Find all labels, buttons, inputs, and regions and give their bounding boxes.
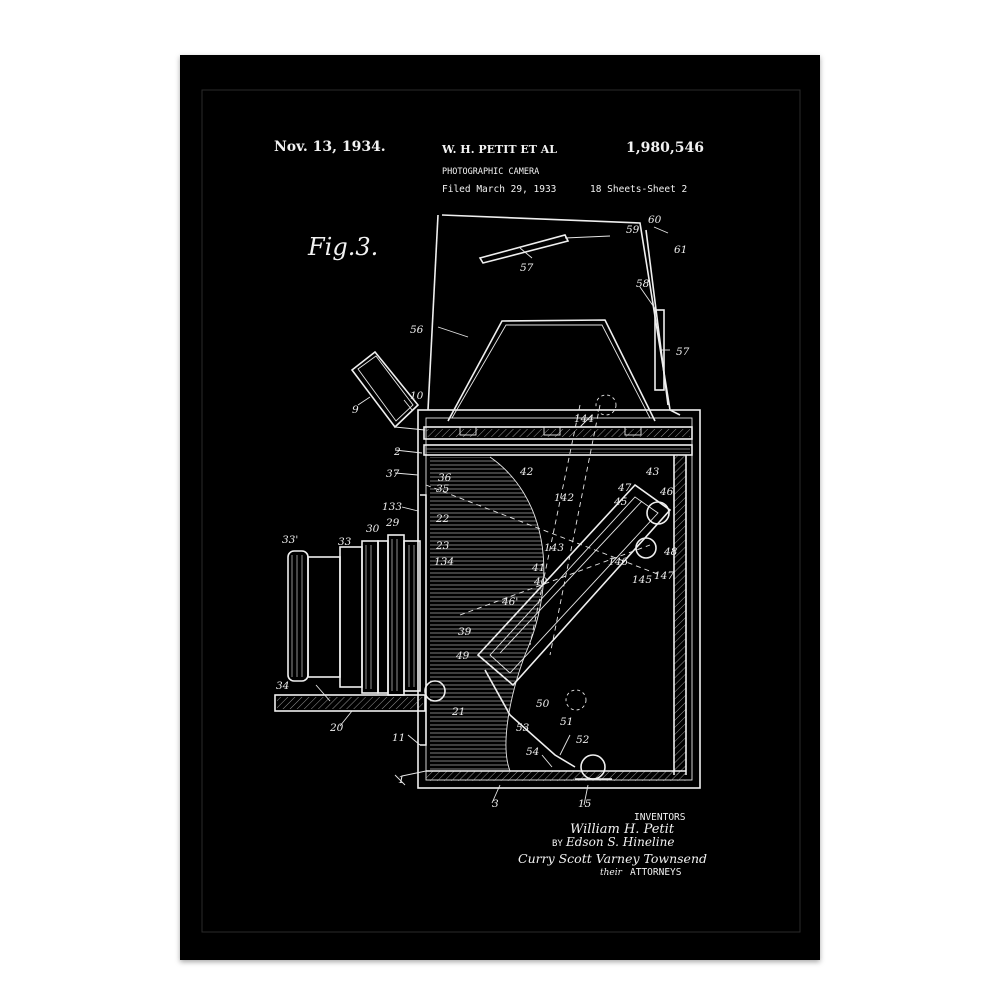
callout-60: 60 bbox=[648, 214, 662, 226]
callout-41: 41 bbox=[531, 562, 545, 574]
lens-assembly bbox=[287, 494, 446, 746]
callout-1: 1 bbox=[398, 774, 405, 786]
their-label: their bbox=[600, 868, 623, 878]
inventors-label: INVENTORS bbox=[634, 812, 686, 823]
callout-61: 61 bbox=[674, 244, 687, 256]
callout-147: 147 bbox=[654, 570, 674, 582]
patent-number: 1,980,546 bbox=[626, 140, 704, 156]
callout-11: 11 bbox=[392, 732, 405, 744]
callout-49: 49 bbox=[455, 650, 470, 662]
callout-34: 34 bbox=[276, 680, 289, 692]
patent-date: Nov. 13, 1934. bbox=[274, 139, 386, 155]
attorney-firm-signature: Curry Scott Varney Townsend bbox=[518, 851, 707, 866]
callout-40: 40 bbox=[533, 576, 548, 588]
figure-label: Fig.3. bbox=[307, 233, 378, 261]
callout-15: 15 bbox=[578, 798, 592, 810]
poster-frame: Nov. 13, 1934. W. H. PETIT ET AL 1,980,5… bbox=[180, 55, 820, 960]
attorneys-label: ATTORNEYS bbox=[630, 867, 682, 878]
leader-lines bbox=[315, 247, 670, 806]
lens-ribbing bbox=[291, 539, 415, 691]
callout-20: 20 bbox=[329, 722, 344, 734]
front-bed bbox=[274, 694, 426, 712]
callout-56: 56 bbox=[410, 324, 424, 336]
callout-21: 21 bbox=[451, 706, 465, 718]
callout-22: 22 bbox=[435, 513, 450, 525]
callout-46p: 46' bbox=[501, 596, 518, 608]
reflex-mirror bbox=[425, 394, 672, 780]
callout-145: 145 bbox=[632, 574, 652, 586]
callout-35: 35 bbox=[436, 483, 450, 495]
patent-title: PHOTOGRAPHIC CAMERA bbox=[442, 167, 539, 177]
patent-sheets: 18 Sheets-Sheet 2 bbox=[590, 184, 687, 195]
callout-10: 10 bbox=[410, 390, 424, 402]
callout-146: 146 bbox=[608, 556, 628, 568]
callout-59: 59 bbox=[626, 224, 640, 236]
signature-block: INVENTORS William H. Petit BY Edson S. H… bbox=[518, 812, 707, 878]
callout-54: 54 bbox=[526, 746, 539, 758]
callout-33: 33 bbox=[338, 536, 352, 548]
callout-30: 30 bbox=[366, 523, 380, 535]
callout-29: 29 bbox=[385, 517, 400, 529]
callout-47: 47 bbox=[617, 482, 632, 494]
callout-57b: 57 bbox=[676, 346, 690, 358]
callout-36: 36 bbox=[438, 472, 452, 484]
callout-48: 48 bbox=[663, 546, 678, 558]
patent-drawing: Nov. 13, 1934. W. H. PETIT ET AL 1,980,5… bbox=[201, 89, 801, 933]
side-flap bbox=[350, 350, 426, 431]
callout-46: 46 bbox=[659, 486, 674, 498]
callout-9: 9 bbox=[352, 404, 359, 416]
callout-144: 144 bbox=[574, 413, 594, 425]
patent-filed: Filed March 29, 1933 bbox=[442, 184, 556, 195]
callout-58: 58 bbox=[636, 278, 650, 290]
camera-diagram bbox=[274, 214, 701, 806]
callout-labels: 60 59 61 57 58 57 56 10 9 144 2 42 43 37… bbox=[276, 214, 690, 810]
focusing-hood bbox=[427, 214, 681, 422]
patent-inventors: W. H. PETIT ET AL bbox=[441, 143, 557, 156]
callout-57a: 57 bbox=[520, 262, 534, 274]
callout-142: 142 bbox=[554, 492, 574, 504]
callout-51: 51 bbox=[560, 716, 573, 728]
by-label: BY bbox=[552, 839, 563, 849]
inventor-1-signature: William H. Petit bbox=[570, 822, 675, 837]
inventor-2-signature: Edson S. Hineline bbox=[565, 835, 674, 849]
inner-border bbox=[201, 89, 801, 933]
callout-143: 143 bbox=[544, 542, 564, 554]
callout-3: 3 bbox=[492, 798, 499, 810]
callout-23: 23 bbox=[435, 540, 450, 552]
callout-52: 52 bbox=[576, 734, 590, 746]
callout-42: 42 bbox=[519, 466, 534, 478]
callout-2: 2 bbox=[393, 446, 401, 458]
callout-33p: 33' bbox=[282, 534, 298, 546]
callout-45: 45 bbox=[613, 496, 628, 508]
callout-39: 39 bbox=[458, 626, 472, 638]
callout-37: 37 bbox=[386, 468, 400, 480]
callout-43: 43 bbox=[645, 466, 660, 478]
callout-50: 50 bbox=[536, 698, 550, 710]
camera-body bbox=[417, 409, 701, 789]
callout-134: 134 bbox=[434, 556, 454, 568]
callout-133: 133 bbox=[382, 501, 402, 513]
callout-53: 53 bbox=[516, 722, 530, 734]
